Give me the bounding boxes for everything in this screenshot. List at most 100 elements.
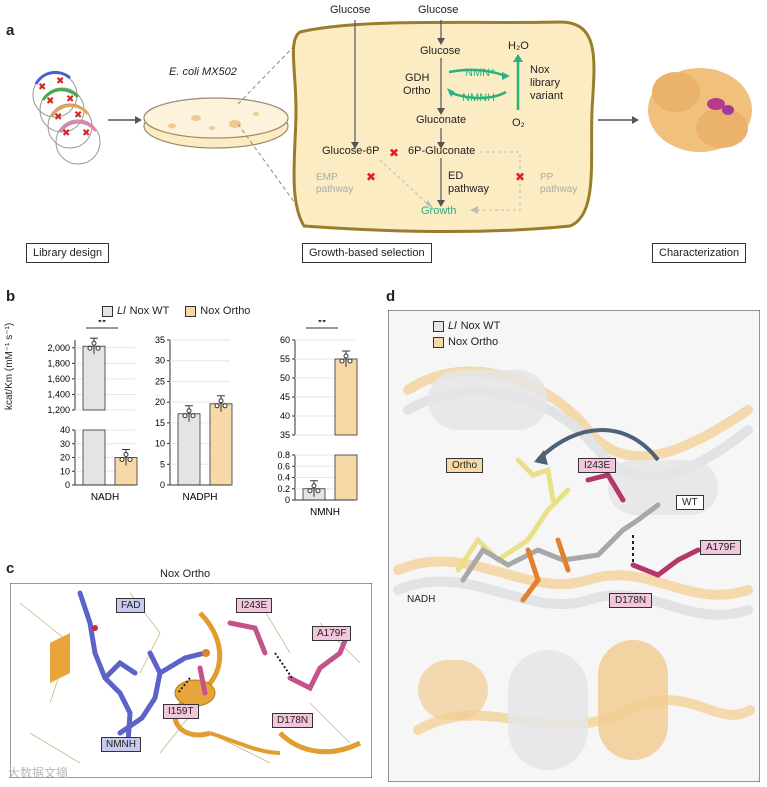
block-cross-icon: ✖ [366,170,376,184]
6p-gluconate-label: 6P-Gluconate [408,145,476,157]
y-tick-label: 40 [60,425,70,435]
pp-line-1: PP [540,172,554,183]
emp-line-2: pathway [316,184,354,195]
svg-text:✖: ✖ [46,96,54,107]
legend-d-ortho-label: Nox Ortho [448,336,499,348]
o2-label: O₂ [512,117,525,129]
panel-b-label: b [6,288,16,305]
panel-a-graphic: ✖ ✖ ✖ ✖ ✖ ✖ ✖ ✖ ✖ ✖ ✖ [32,20,752,233]
y-tick-label: 5 [160,459,165,469]
bar [334,454,358,501]
nox-line-3: variant [530,90,564,102]
glucose-label-inner: Glucose [420,45,461,57]
panel-b-legend: Ll Nox WT Nox Ortho [102,305,250,317]
bar [82,429,106,486]
nadh-label-d: NADH [407,594,436,605]
data-point [186,408,192,414]
wt-label-d: WT [676,495,704,510]
y-tick-label: 45 [280,392,290,402]
i243e-label-c: I243E [236,598,273,613]
growth-label: Growth [421,205,457,217]
i243e-label-d: I243E [578,458,617,473]
mutant-residue-sticks [197,620,351,696]
svg-text:✖: ✖ [82,128,90,139]
y-tick-label: 1,600 [47,374,70,384]
d178n-label-d: D178N [609,593,653,608]
data-point [214,403,220,409]
y-tick-label: 50 [280,373,290,383]
petri-dish-icon [143,97,289,149]
data-point [222,403,228,409]
panel-d-legend-wt: Ll Nox WT [433,320,500,332]
y-tick-label: 15 [155,418,165,428]
significance-label: ** [318,320,327,329]
i159t-label: I159T [163,704,199,719]
legend-d-wt-label: Nox WT [460,320,501,332]
data-point [307,488,313,494]
emp-pathway-label: EMP pathway [316,172,353,196]
ortho-label-d: Ortho [446,458,484,473]
legend-d-wt-italic: Ll [448,320,457,332]
significance-label: ** [98,320,107,329]
bar [82,345,106,411]
legend-wt-label: Nox WT [129,305,170,317]
h2o-label: H₂O [508,40,529,52]
data-point [315,488,321,494]
plasmid-library-icon: ✖ ✖ ✖ ✖ ✖ ✖ ✖ ✖ [32,70,101,165]
data-point [339,358,345,364]
x-label-nadh: NADH [91,492,119,503]
characterization-box: Characterization [652,243,747,263]
y-tick-label: 0.4 [277,473,290,483]
ed-line-2: pathway [448,183,489,195]
data-point [91,340,97,346]
growth-selection-box: Growth-based selection [302,243,432,263]
data-point [119,457,125,462]
data-point [218,398,224,404]
panel-d-structure [388,310,760,782]
data-point [127,457,133,462]
fad-sticks [77,590,138,746]
strain-label: E. coli MX502 [169,66,237,78]
pp-pathway-label: PP pathway [540,172,577,196]
data-point [95,345,101,351]
svg-text:✖: ✖ [62,128,70,139]
svg-text:✖: ✖ [38,82,46,93]
pp-line-2: pathway [540,184,578,195]
y-tick-label: 1,800 [47,358,70,368]
fad-label: FAD [116,598,146,613]
svg-text:✖: ✖ [54,112,62,123]
nox-line-1: Nox [530,64,550,76]
legend-d-swatch-ortho [433,336,444,348]
y-tick-label: 0 [65,480,70,490]
nmn-plus-label: NMN⁺ [465,67,496,79]
y-tick-label: 0.8 [277,450,290,460]
bar [177,413,201,486]
a179f-label-d: A179F [700,540,742,555]
y-tick-label: 40 [280,411,290,421]
y-tick-label: 10 [60,466,70,476]
legend-d-swatch-wt [433,320,444,332]
y-tick-label: 60 [280,335,290,345]
watermark-text: 大数据文摘 [8,766,69,780]
data-point [182,413,188,419]
block-cross-icon: ✖ [515,170,525,184]
data-point [87,345,93,351]
data-point [347,358,353,364]
panel-d-legend-ortho: Nox Ortho [433,336,498,348]
legend-wt-italic: Ll [117,305,126,317]
glucose-6p-label: Glucose-6P [322,145,380,157]
panel-a-label: a [6,22,15,39]
y-tick-label: 30 [155,356,165,366]
y-tick-label: 10 [155,439,165,449]
y-tick-label: 55 [280,354,290,364]
svg-text:✖: ✖ [56,76,64,87]
data-point [343,353,349,359]
bar [209,403,233,486]
y-tick-label: 25 [155,376,165,386]
d178n-label-c: D178N [272,713,314,728]
y-tick-label: 20 [60,453,70,463]
glucose-label-outer-left: Glucose [330,4,371,16]
library-design-box: Library design [26,243,110,263]
ortho-label: Ortho [403,85,431,97]
block-cross-icon: ✖ [389,146,399,160]
